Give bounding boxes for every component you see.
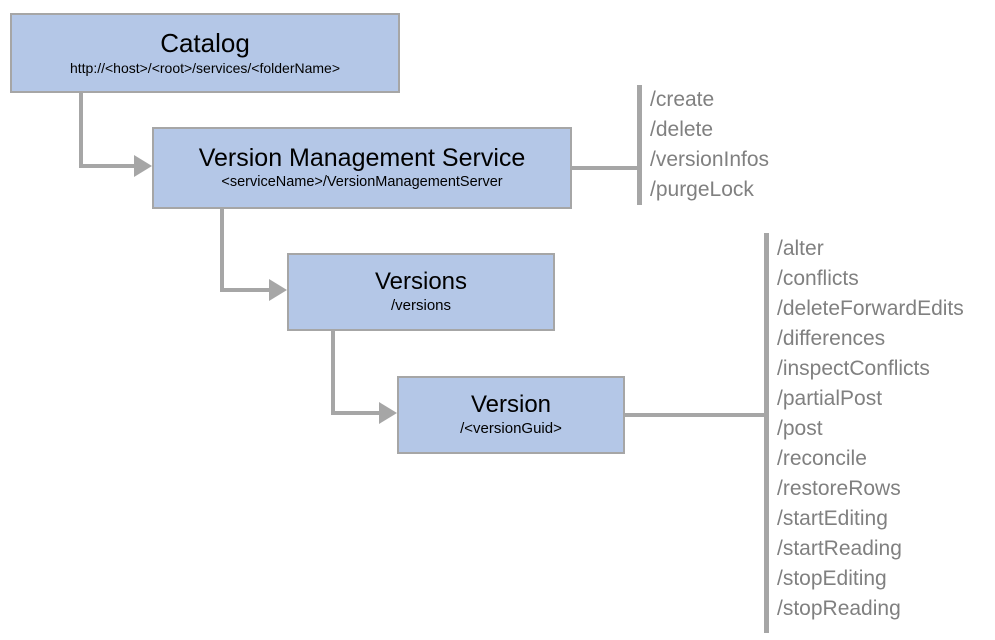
node-versions[interactable]: Versions /versions — [287, 253, 555, 331]
version-operations-list-item[interactable]: /restoreRows — [777, 477, 901, 500]
connector-catalog-to-service-horizontal — [79, 164, 139, 168]
version-operations-list-item[interactable]: /deleteForwardEdits — [777, 297, 964, 320]
version-operations-list-item[interactable]: /stopReading — [777, 597, 901, 620]
version-operations-list-item[interactable]: /startEditing — [777, 507, 888, 530]
node-catalog-path: http://<host>/<root>/services/<folderNam… — [69, 59, 341, 76]
version-operations-list-item[interactable]: /startReading — [777, 537, 902, 560]
connector-versions-to-version-horizontal — [331, 411, 384, 415]
version-operations-list-item[interactable]: /post — [777, 417, 823, 440]
node-version[interactable]: Version /<versionGuid> — [397, 376, 625, 454]
node-version-title: Version — [470, 391, 552, 419]
node-version-management-service-path: <serviceName>/VersionManagementServer — [221, 174, 503, 191]
service-operations-list: /create/delete/versionInfos/purgeLock — [650, 85, 769, 205]
arrowhead-service-to-versions — [269, 279, 287, 301]
node-catalog-title: Catalog — [160, 27, 250, 58]
connector-service-to-versions-vertical — [220, 208, 224, 292]
service-operations-list-item[interactable]: /purgeLock — [650, 178, 754, 201]
version-operations-list-item[interactable]: /conflicts — [777, 267, 859, 290]
connector-service-to-versions-horizontal — [220, 288, 274, 292]
version-operations-list-item[interactable]: /inspectConflicts — [777, 357, 930, 380]
version-operations-list-item[interactable]: /differences — [777, 327, 886, 350]
version-operations-list: /alter/conflicts/deleteForwardEdits/diff… — [777, 234, 964, 624]
version-operations-list-item[interactable]: /partialPost — [777, 387, 883, 410]
service-operations-list-item[interactable]: /versionInfos — [650, 148, 770, 171]
connector-catalog-to-service-vertical — [79, 92, 83, 164]
arrowhead-catalog-to-service — [134, 155, 152, 177]
version-operations-list-item[interactable]: /reconcile — [777, 447, 867, 470]
bracket-service-operations — [637, 85, 642, 205]
connector-service-to-operations — [571, 166, 641, 170]
node-catalog[interactable]: Catalog http://<host>/<root>/services/<f… — [10, 13, 400, 93]
service-operations-list-item[interactable]: /create — [650, 88, 715, 111]
version-operations-list-item[interactable]: /alter — [777, 237, 824, 260]
bracket-version-operations — [764, 233, 769, 633]
node-version-management-service-title: Version Management Service — [198, 143, 526, 172]
arrowhead-versions-to-version — [379, 402, 397, 424]
version-operations-list-item[interactable]: /stopEditing — [777, 567, 887, 590]
node-versions-title: Versions — [374, 268, 468, 296]
service-operations-list-item[interactable]: /delete — [650, 118, 714, 141]
connector-versions-to-version-vertical — [331, 330, 335, 415]
node-version-management-service[interactable]: Version Management Service <serviceName>… — [152, 127, 572, 209]
connector-version-to-operations — [624, 413, 768, 417]
node-versions-path: /versions — [390, 297, 452, 315]
node-version-path: /<versionGuid> — [460, 420, 562, 438]
